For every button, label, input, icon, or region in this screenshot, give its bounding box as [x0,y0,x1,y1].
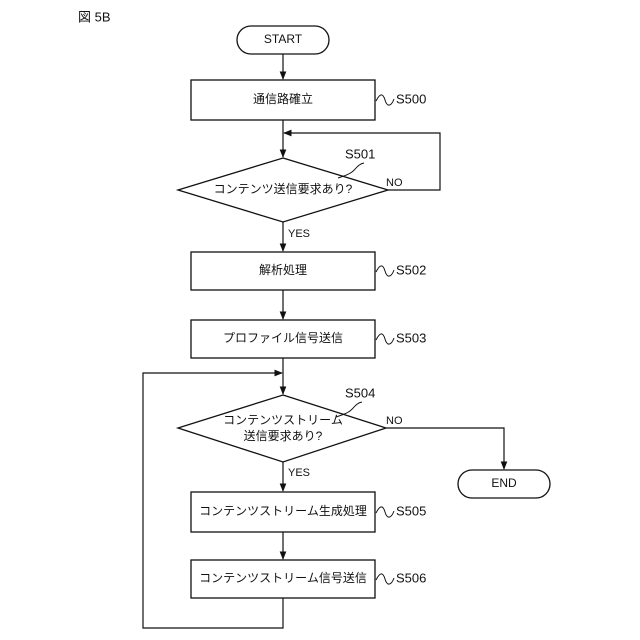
decision-s504-text-line2: 送信要求あり? [244,428,323,443]
branch-s501-no: NO [386,177,403,189]
start-terminal: START [237,26,329,54]
flow-s504-no [386,428,504,469]
leader-s502 [376,266,394,276]
step-label-s505: S505 [396,503,426,518]
leader-s503 [376,334,394,344]
step-label-s503: S503 [396,330,426,345]
decision-s501-text: コンテンツ送信要求あり? [214,181,353,196]
leader-s500 [376,95,394,105]
branch-s504-yes: YES [288,467,310,479]
decision-s504-text-line1: コンテンツストリーム [223,413,343,427]
figure-label: 図 5B [78,9,111,24]
end-label: END [491,476,517,490]
process-s502-text: 解析処理 [259,263,307,277]
process-s505-text: コンテンツストリーム生成処理 [199,504,367,518]
process-s506: コンテンツストリーム信号送信 [191,560,375,598]
step-label-s500: S500 [396,91,426,106]
step-label-s506: S506 [396,570,426,585]
process-s503-text: プロファイル信号送信 [223,330,343,345]
leader-s506 [376,574,394,584]
process-s503: プロファイル信号送信 [191,320,375,358]
process-s500: 通信路確立 [191,80,375,120]
step-label-s504: S504 [345,385,375,400]
branch-s504-no: NO [386,415,403,427]
end-terminal: END [458,470,550,498]
leader-s505 [376,507,394,517]
process-s502: 解析処理 [191,252,375,290]
branch-s501-yes: YES [288,228,310,240]
step-label-s502: S502 [396,262,426,277]
process-s506-text: コンテンツストリーム信号送信 [199,570,367,585]
decision-s504: コンテンツストリーム 送信要求あり? [178,395,386,462]
process-s505: コンテンツストリーム生成処理 [191,492,375,532]
process-s500-text: 通信路確立 [253,91,313,106]
step-label-s501: S501 [345,146,375,161]
start-label: START [264,32,303,46]
